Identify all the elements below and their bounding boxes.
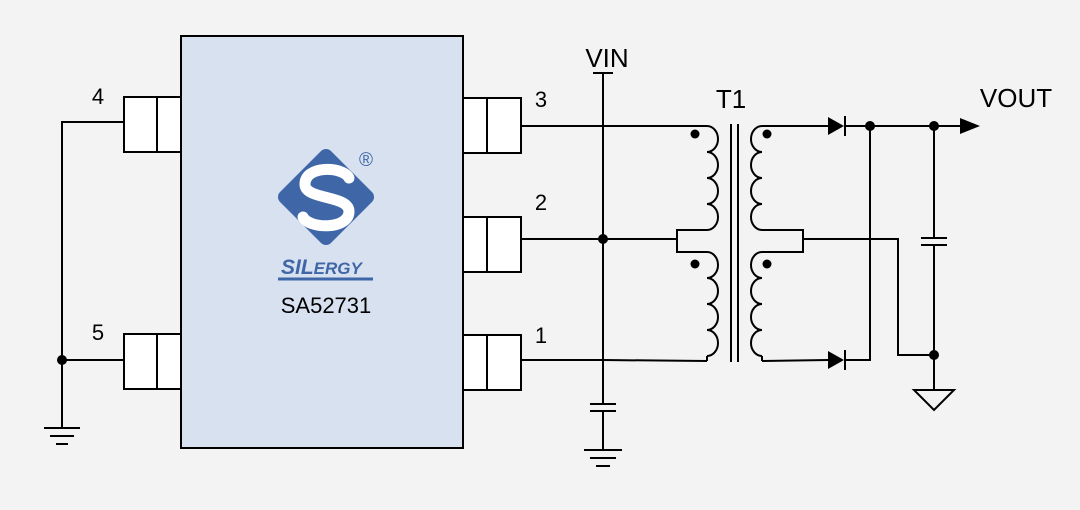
transformer-ref: T1 — [716, 84, 746, 114]
pin-4 — [123, 96, 182, 153]
pin-5-label: 5 — [92, 320, 104, 345]
pin-1 — [462, 334, 522, 391]
diode-symbol — [828, 116, 846, 136]
pin-3-label: 3 — [535, 87, 547, 112]
silergy-logo — [277, 148, 375, 246]
svg-text:SILERGY: SILERGY — [281, 256, 364, 279]
pin-4-label: 4 — [92, 84, 104, 109]
diode-symbol — [828, 350, 846, 370]
brand-wordmark-part-2: ERGY — [314, 259, 364, 278]
transformer-symbol — [690, 124, 804, 362]
switch-wires — [521, 125, 708, 362]
arrow-icon — [960, 118, 980, 134]
vin-label: VIN — [585, 43, 628, 73]
ground-symbol — [44, 427, 80, 445]
pin-2 — [462, 216, 522, 273]
capacitor-symbol — [921, 237, 947, 246]
pin-5 — [123, 333, 182, 390]
brand-wordmark-part-1: SIL — [281, 256, 314, 279]
brand-wordmark: SILERGY — [278, 256, 373, 281]
vout-label: VOUT — [980, 83, 1052, 113]
ground-symbol — [584, 449, 622, 467]
pin-3 — [462, 97, 522, 154]
pin-1-label: 1 — [535, 323, 547, 348]
ground-symbol — [911, 389, 957, 412]
capacitor-symbol — [590, 403, 616, 450]
pin-2-label: 2 — [535, 190, 547, 215]
chip-part-number: SA52731 — [281, 293, 372, 318]
secondary-wires — [761, 121, 962, 390]
registered-mark: ® — [359, 150, 373, 171]
left-ground-net — [57, 121, 124, 428]
